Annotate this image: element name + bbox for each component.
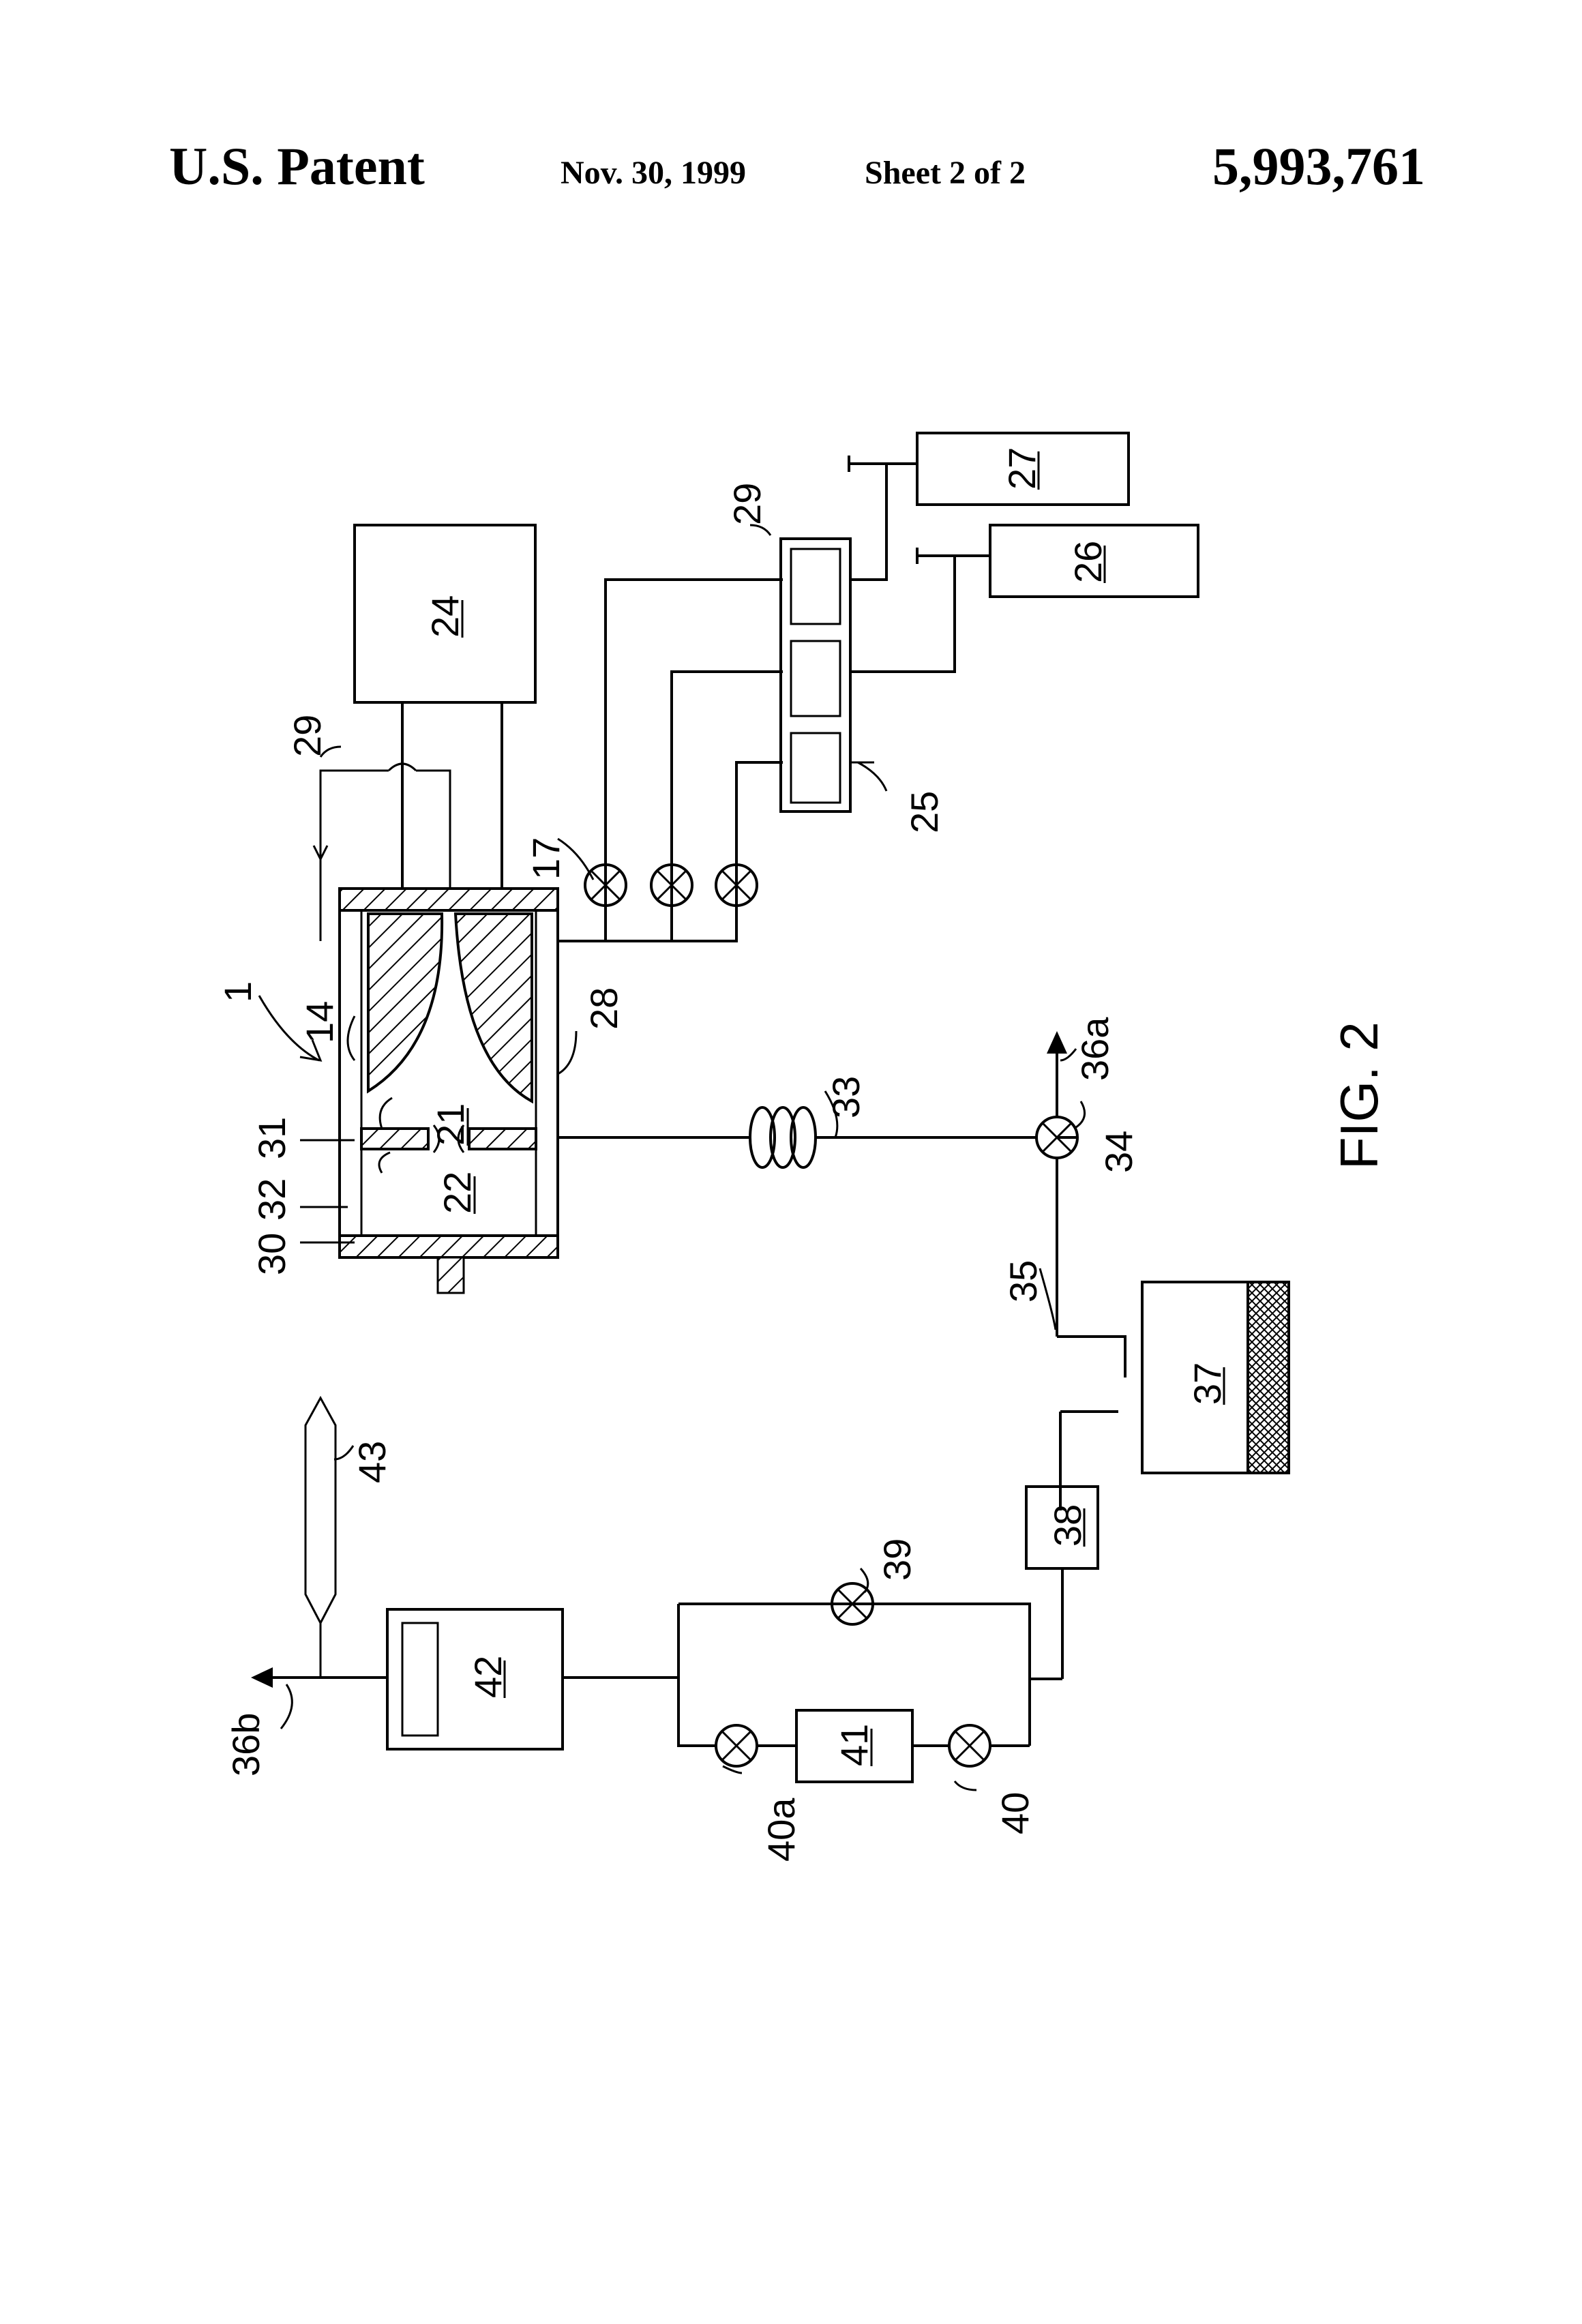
supply-lines-to-24	[355, 525, 535, 889]
probe-43	[305, 1398, 335, 1678]
label-29-controller: 29	[726, 483, 768, 525]
gas-feed-lines	[558, 580, 783, 941]
label-34: 34	[1097, 1131, 1140, 1173]
label-43: 43	[350, 1441, 393, 1483]
arrow-36a-icon	[1047, 1031, 1067, 1054]
arrow-36b-icon	[251, 1667, 273, 1688]
label-26: 26	[1066, 541, 1109, 583]
label-1: 1	[216, 981, 259, 1002]
label-21: 21	[429, 1103, 472, 1146]
label-29-return: 29	[286, 715, 329, 757]
label-40: 40	[994, 1792, 1036, 1834]
label-25: 25	[903, 791, 946, 833]
label-33: 33	[824, 1076, 867, 1118]
label-14: 14	[298, 1001, 341, 1043]
label-30: 30	[250, 1233, 293, 1275]
label-41: 41	[833, 1724, 876, 1766]
exhaust-line	[558, 1031, 1077, 1337]
label-42: 42	[466, 1656, 509, 1698]
bypass-branch	[563, 1583, 1062, 1782]
label-28: 28	[582, 987, 625, 1030]
label-37: 37	[1186, 1362, 1229, 1405]
label-31: 31	[250, 1117, 293, 1159]
label-38: 38	[1046, 1504, 1089, 1547]
figure-caption: FIG. 2	[1329, 1022, 1389, 1170]
label-22: 22	[436, 1172, 479, 1214]
trap-37	[1057, 1282, 1289, 1510]
label-27: 27	[1000, 447, 1043, 490]
reference-numerals: 1 14 17 21 22 24 25 26 27 28 29 29 30 31…	[216, 447, 1389, 1862]
label-35: 35	[1002, 1260, 1045, 1302]
label-36b: 36b	[224, 1713, 267, 1776]
label-36a: 36a	[1073, 1017, 1116, 1081]
label-32: 32	[250, 1178, 293, 1221]
label-24: 24	[423, 595, 466, 638]
label-39: 39	[876, 1538, 919, 1581]
label-40a: 40a	[760, 1798, 803, 1862]
label-17: 17	[524, 837, 567, 880]
reaction-chamber	[340, 889, 558, 1293]
